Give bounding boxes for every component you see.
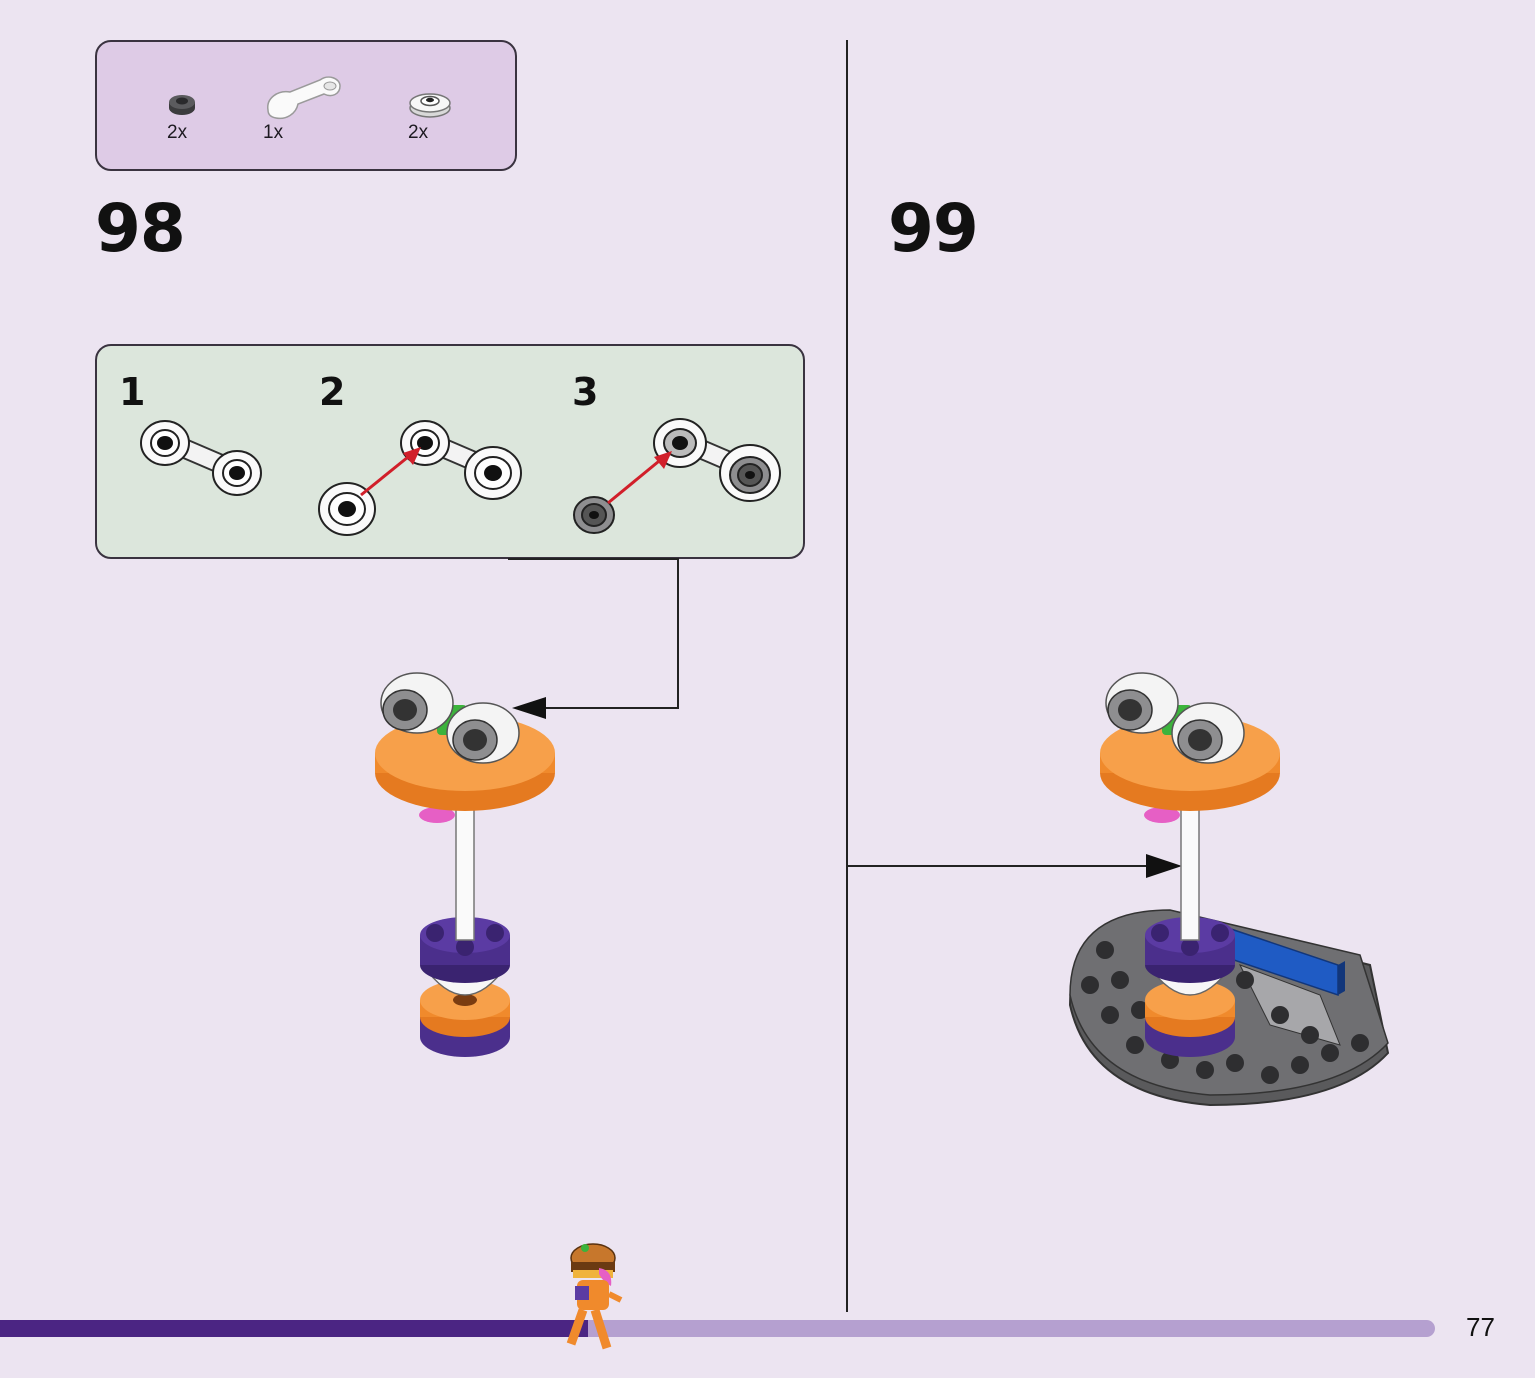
step-number: 99 [888, 190, 979, 267]
substep-number: 2 [319, 370, 346, 414]
bar-holder-with-gray-plates-icon [573, 418, 781, 534]
page-number: 77 [1466, 1312, 1495, 1342]
step-divider [846, 40, 848, 1312]
progress-fill [0, 1320, 588, 1337]
round-plate-dark-gray-icon [169, 95, 195, 115]
sub-assembly-box: 1 2 3 [95, 344, 805, 559]
part-qty: 2x [167, 122, 188, 143]
part-qty: 2x [408, 122, 429, 143]
substep-number: 3 [572, 370, 599, 414]
bar-holder-with-white-plates-icon [318, 420, 522, 536]
part-qty: 1x [263, 122, 284, 143]
burger-character-icon [566, 1243, 623, 1350]
substep-number: 1 [119, 370, 146, 414]
bar-holder-clip-icon [140, 420, 262, 496]
white-bar-holder-clip-icon [267, 76, 341, 120]
lamp-post-on-base-model-99 [1068, 672, 1390, 1107]
parts-list-box: 2x 1x 2x [95, 40, 517, 171]
round-plate-white-icon [409, 93, 451, 118]
step-number: 98 [95, 190, 186, 267]
lamp-post-model-98 [375, 672, 555, 1057]
